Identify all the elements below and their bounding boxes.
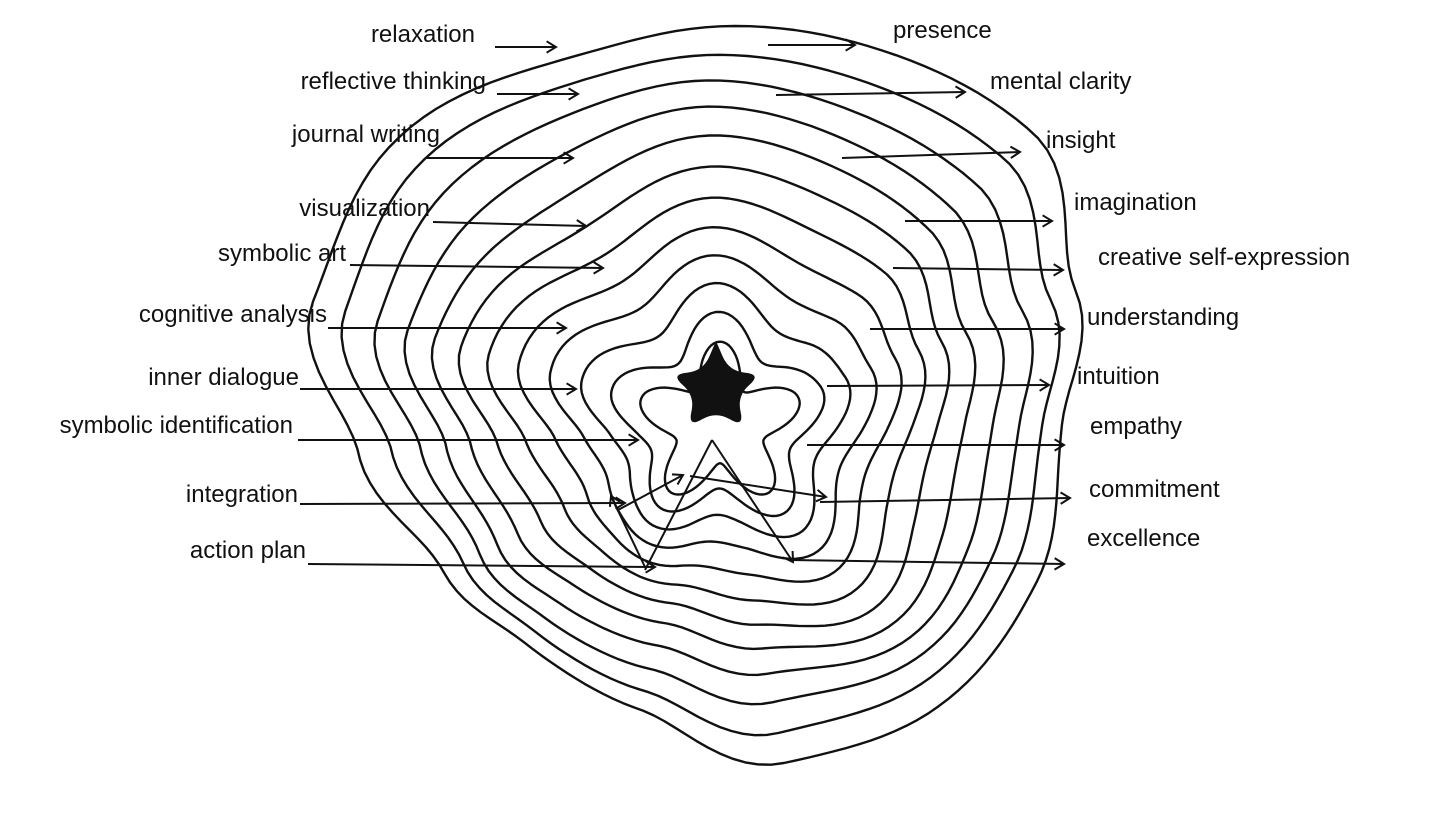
left-arrow-4 xyxy=(433,220,586,232)
right-label-excellence: excellence xyxy=(1087,525,1200,552)
left-label-action-plan: action plan xyxy=(190,537,306,564)
left-label-symbolic-identification: symbolic identification xyxy=(60,412,293,439)
left-arrow-10 xyxy=(308,561,655,573)
left-label-symbolic-art: symbolic art xyxy=(218,240,346,267)
left-label-visualization: visualization xyxy=(299,195,430,222)
left-arrow-1 xyxy=(495,41,556,52)
right-label-imagination: imagination xyxy=(1074,189,1197,216)
right-label-insight: insight xyxy=(1046,127,1116,154)
right-label-understanding: understanding xyxy=(1087,304,1239,331)
triangle-arrow-left xyxy=(645,440,712,570)
left-label-inner-dialogue: inner dialogue xyxy=(148,364,299,391)
left-arrow-7 xyxy=(300,383,576,394)
left-arrow-9 xyxy=(300,497,625,509)
action-arrow-up xyxy=(610,496,645,567)
right-label-empathy: empathy xyxy=(1090,413,1182,440)
left-arrow-2 xyxy=(497,88,578,99)
left-label-relaxation: relaxation xyxy=(371,21,475,48)
right-label-intuition: intuition xyxy=(1077,363,1160,390)
left-label-reflective-thinking: reflective thinking xyxy=(301,68,486,95)
right-arrow-10 xyxy=(790,558,1064,570)
right-label-presence: presence xyxy=(893,17,992,44)
star-icon xyxy=(677,341,754,422)
left-label-journal-writing: journal writing xyxy=(291,121,440,148)
left-arrow-6 xyxy=(328,322,566,333)
arrows-group xyxy=(298,39,1070,572)
left-label-integration: integration xyxy=(186,481,298,508)
integration-arrow-right xyxy=(690,476,826,501)
right-arrow-4 xyxy=(905,215,1052,226)
right-label-creative-self-expression: creative self-expression xyxy=(1098,244,1350,271)
right-label-commitment: commitment xyxy=(1089,476,1220,503)
right-arrow-3 xyxy=(842,147,1020,159)
right-arrow-1 xyxy=(768,39,855,50)
right-arrow-8 xyxy=(807,439,1064,450)
right-arrow-7 xyxy=(827,379,1049,391)
right-label-mental-clarity: mental clarity xyxy=(990,68,1131,95)
labels-group: relaxation reflective thinking journal w… xyxy=(60,17,1351,564)
left-label-cognitive-analysis: cognitive analysis xyxy=(139,301,327,328)
right-arrow-2 xyxy=(776,86,965,98)
